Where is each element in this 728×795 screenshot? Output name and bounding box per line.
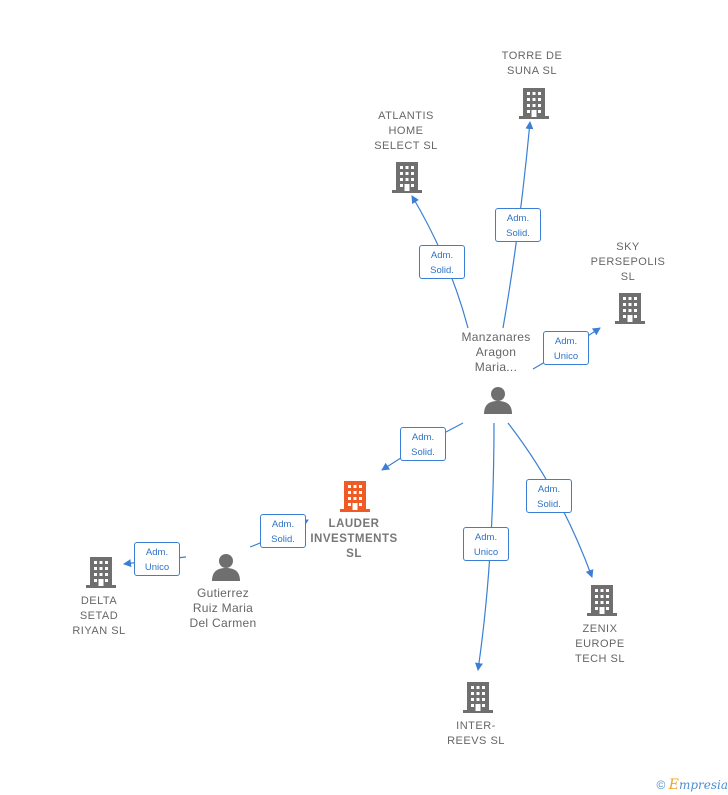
edge-label-adm-solid[interactable]: Adm. Solid. — [495, 208, 541, 242]
focus-building-icon[interactable] — [340, 481, 370, 512]
building-icon[interactable] — [86, 557, 116, 588]
edge-label-line: Adm. — [430, 250, 454, 261]
building-icon[interactable] — [392, 162, 422, 193]
node-lauder-investments[interactable]: LAUDER INVESTMENTS SL — [310, 517, 397, 562]
edge-label-line: Solid. — [537, 499, 561, 510]
node-label-line: Gutierrez — [196, 586, 250, 600]
building-icon[interactable] — [587, 585, 617, 616]
node-label-line: SUNA SL — [507, 65, 557, 77]
edge-label-line: Solid. — [411, 447, 435, 458]
node-label-line: INTER- — [456, 720, 496, 732]
node-manzanares-aragon-maria[interactable]: Manzanares Aragon Maria... — [461, 330, 530, 375]
node-label-line: TECH SL — [575, 653, 625, 665]
node-label-line: SKY — [616, 241, 640, 253]
node-label-line: SELECT SL — [374, 140, 438, 152]
copyright-symbol: © — [656, 778, 666, 792]
edge-label-line: Solid. — [430, 265, 454, 276]
edge-label-line: Adm. — [145, 547, 169, 558]
node-inter-reevs[interactable]: INTER- REEVS SL — [447, 719, 505, 749]
edge-label-line: Unico — [144, 562, 170, 573]
node-label-line: HOME — [388, 125, 424, 137]
edge-label-line: Adm. — [271, 519, 295, 530]
node-label-line: TORRE DE — [501, 50, 563, 62]
edge-label-line: Adm. — [474, 532, 498, 543]
edge-label-line: Solid. — [271, 534, 295, 545]
node-label-line: ATLANTIS — [378, 110, 434, 122]
edge-label-adm-solid[interactable]: Adm. Solid. — [419, 245, 465, 279]
brand-name: mpresia — [678, 778, 728, 792]
edge-label-adm-solid[interactable]: Adm. Solid. — [400, 427, 446, 461]
person-icon[interactable] — [212, 554, 240, 581]
edge-label-line: Unico — [473, 547, 499, 558]
node-label-line: SETAD — [79, 610, 119, 622]
node-label-line: DELTA — [80, 595, 118, 607]
node-label-line: ZENIX — [582, 623, 618, 635]
edge-label-adm-solid[interactable]: Adm. Solid. — [526, 479, 572, 513]
node-label-line: SL — [620, 271, 636, 283]
node-zenix-europe-tech[interactable]: ZENIX EUROPE TECH SL — [575, 622, 625, 667]
edge-label-adm-unico[interactable]: Adm. Unico — [543, 331, 589, 365]
node-label-line: SL — [346, 548, 362, 560]
node-label-line: RIYAN SL — [72, 625, 126, 637]
node-gutierrez-ruiz-maria[interactable]: Gutierrez Ruiz Maria Del Carmen — [189, 586, 256, 631]
building-icon[interactable] — [463, 682, 493, 713]
node-label-line: Maria... — [474, 360, 518, 374]
node-delta-setad-riyan[interactable]: DELTA SETAD RIYAN SL — [72, 594, 125, 639]
edge-label-line: Adm. — [506, 213, 530, 224]
node-atlantis-home-select[interactable]: ATLANTIS HOME SELECT SL — [374, 109, 438, 154]
node-label-line: LAUDER — [328, 518, 380, 530]
brand-initial: E — [668, 777, 679, 793]
node-torre-de-suna[interactable]: TORRE DE SUNA SL — [502, 49, 563, 79]
node-label-line: Ruiz Maria — [192, 601, 254, 615]
edge-label-line: Adm. — [554, 336, 578, 347]
edge-label-adm-solid[interactable]: Adm. Solid. — [260, 514, 306, 548]
building-icon[interactable] — [519, 88, 549, 119]
edge-label-adm-unico[interactable]: Adm. Unico — [134, 542, 180, 576]
node-sky-persepolis[interactable]: SKY PERSEPOLIS SL — [591, 240, 666, 285]
node-label-line: INVESTMENTS — [310, 533, 398, 545]
edge-label-line: Adm. — [411, 432, 435, 443]
node-label-line: Manzanares — [461, 330, 531, 344]
node-label-line: EUROPE — [575, 638, 625, 650]
node-label-line: Aragon — [475, 345, 517, 359]
empresia-watermark: © Empresia — [657, 777, 728, 793]
person-icon[interactable] — [484, 387, 512, 414]
edge-label-line: Solid. — [506, 228, 530, 239]
node-label-line: REEVS SL — [447, 735, 505, 747]
building-icon[interactable] — [615, 293, 645, 324]
edge-label-adm-unico[interactable]: Adm. Unico — [463, 527, 509, 561]
edge-label-line: Unico — [553, 351, 579, 362]
edge-label-line: Adm. — [537, 484, 561, 495]
node-label-line: PERSEPOLIS — [590, 256, 666, 268]
node-label-line: Del Carmen — [189, 616, 257, 630]
